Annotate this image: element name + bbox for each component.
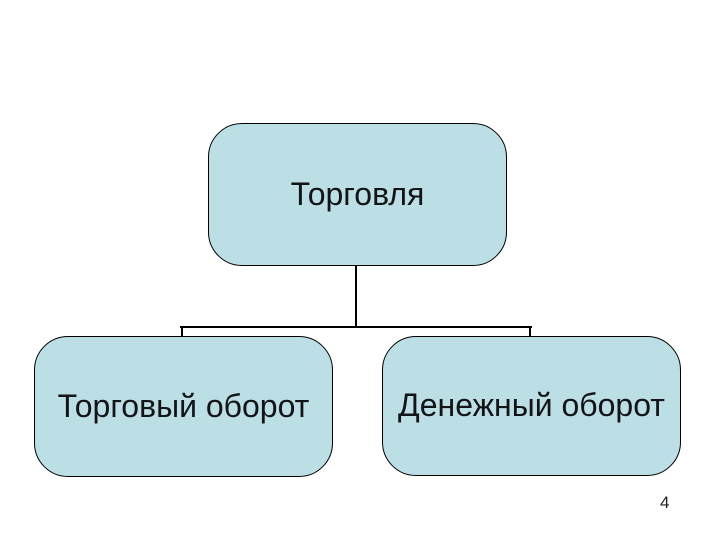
diagram-node-trade-label: Торговля [290,175,425,212]
connector-drop-right [529,326,531,338]
page-number: 4 [660,493,670,512]
diagram-node-trade-turnover: Торговый оборот [34,336,333,477]
diagram-node-money-turnover-label: Денежный оборот [398,387,665,424]
diagram-node-trade-turnover-label: Торговый оборот [57,387,310,424]
connector-stem [355,266,357,327]
diagram-node-money-turnover: Денежный оборот [382,336,681,476]
connector-crossbar [180,326,532,328]
connector-drop-left [181,326,183,338]
diagram-node-trade: Торговля [208,123,507,266]
